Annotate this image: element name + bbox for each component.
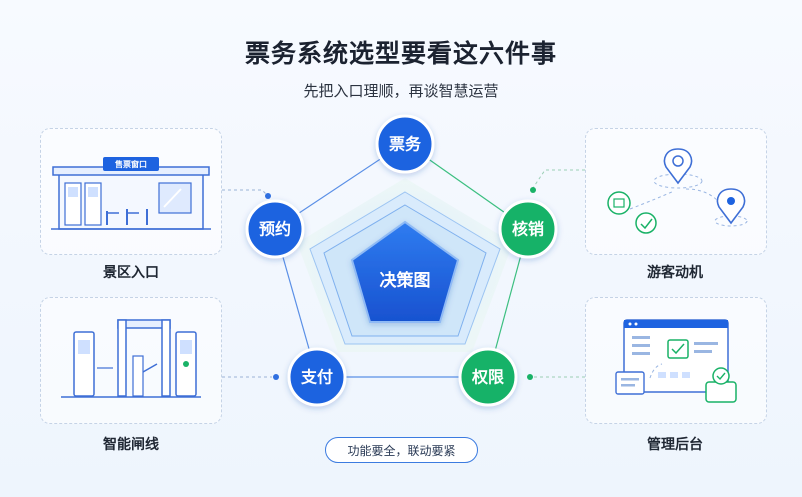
node-label-quanxian: 权限 [471,368,505,387]
node-piaowu [375,114,435,174]
core-label: 决策图 [380,270,431,291]
node-hexiao [498,199,558,259]
connector-dot [527,374,533,380]
node-yuyue [245,199,305,259]
panel-label-admin-console: 管理后台 [647,437,703,453]
connector-top-left [222,189,269,197]
footer-pill: 功能要全，联动要紧 [325,437,478,463]
node-label-hexiao: 核销 [512,220,544,239]
node-label-yuyue: 预约 [259,220,291,239]
ticket-office-illustration: 售票窗口 [51,157,211,230]
panel-visitor-motivation [585,128,767,255]
smart-gate-illustration [61,319,201,398]
node-zhifu [287,347,347,407]
node-quanxian [458,347,518,407]
ticket-window-sign: 售票窗口 [114,159,147,169]
connector-dot [530,187,536,193]
connector-dot [273,374,279,380]
connector-top-right [532,169,585,189]
core-pentagon [350,220,460,323]
panel-label-smart-gates: 智能闸线 [103,437,159,453]
panel-label-visitor-motivation: 游客动机 [647,265,703,281]
admin-dashboard-illustration [615,319,737,403]
panel-smart-gates [40,297,222,424]
page-title: 票务系统选型要看这六件事 [244,39,557,68]
map-pins-illustration [607,148,748,234]
panel-label-scenic-entrance: 景区入口 [103,265,159,281]
node-label-zhifu: 支付 [300,368,333,387]
connector-dot [265,193,271,199]
page-subtitle: 先把入口理顺，再谈智慧运营 [303,82,499,100]
node-label-piaowu: 票务 [389,135,422,154]
panel-admin-console [585,297,767,424]
panel-scenic-entrance: 售票窗口 [40,128,222,255]
